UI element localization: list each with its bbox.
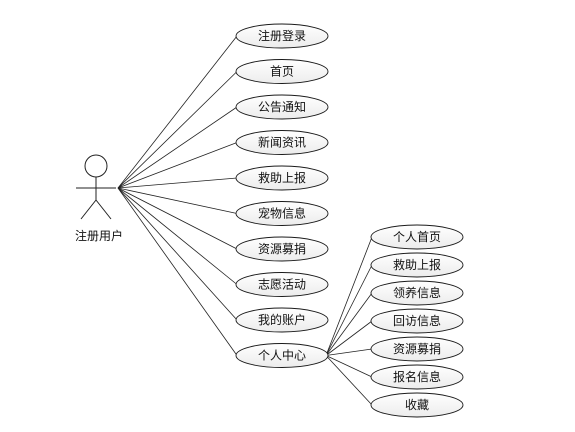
sub-use-case-sub-rescue-report-ellipse: [370, 252, 464, 278]
sub-use-case-visit-info: 回访信息: [370, 308, 464, 334]
use-case-pet-info: 宠物信息: [235, 201, 329, 226]
use-case-personal-center: 个人中心: [235, 343, 329, 368]
sub-use-case-visit-info-label: 回访信息: [393, 313, 441, 328]
sub-use-case-sub-rescue-report: 救助上报: [370, 252, 464, 278]
use-case-home-ellipse: [235, 59, 329, 84]
association-line-pet-info: [117, 187, 238, 214]
sub-use-case-personal-home-label: 个人首页: [393, 230, 441, 244]
sub-use-case-adoption-info-ellipse: [370, 280, 464, 306]
use-case-news-ellipse: [235, 130, 329, 155]
actor-right-leg: [95, 199, 112, 220]
use-case-my-account-ellipse: [235, 307, 329, 333]
use-case-announcement: 公告通知: [235, 94, 329, 120]
association-line-volunteer: [117, 187, 238, 285]
use-case-donation: 资源募捐: [235, 236, 329, 262]
sub-association-line-personal-home: [325, 236, 373, 356]
sub-association-line-visit-info: [325, 320, 373, 356]
sub-use-case-adoption-info-label: 领养信息: [393, 285, 441, 300]
sub-use-case-signup-info-ellipse: [370, 364, 464, 390]
sub-use-case-sub-donation: 资源募捐: [370, 336, 464, 362]
use-case-home: 首页: [235, 59, 329, 84]
sub-association-line-adoption-info: [325, 292, 373, 356]
sub-use-case-adoption-info: 领养信息: [370, 280, 464, 306]
sub-use-case-signup-info: 报名信息: [370, 364, 464, 390]
actor: 注册用户: [75, 154, 123, 243]
association-line-my-account: [117, 187, 238, 321]
association-line-news: [117, 142, 238, 189]
use-case-personal-center-ellipse: [235, 343, 329, 368]
association-line-rescue-report: [117, 177, 238, 189]
use-case-rescue-report-ellipse: [235, 165, 329, 191]
association-line-donation: [117, 187, 238, 250]
use-case-news-label: 新闻资讯: [258, 135, 306, 150]
use-case-news: 新闻资讯: [235, 130, 329, 155]
actor-left-leg: [80, 199, 97, 220]
use-case-announcement-ellipse: [235, 94, 329, 120]
use-case-announcement-label: 公告通知: [258, 100, 306, 114]
sub-association-line-sub-donation: [325, 348, 373, 356]
use-case-donation-label: 资源募捐: [258, 242, 306, 256]
use-case-register-login-label: 注册登录: [258, 28, 306, 43]
use-case-donation-ellipse: [235, 236, 329, 262]
use-case-rescue-report-label: 救助上报: [258, 170, 306, 185]
use-case-my-account: 我的账户: [235, 307, 329, 333]
sub-use-case-favorites: 收藏: [370, 392, 464, 418]
sub-use-case-sub-donation-ellipse: [370, 336, 464, 362]
use-case-volunteer: 志愿活动: [235, 272, 329, 297]
sub-use-case-signup-info-label: 报名信息: [393, 369, 441, 384]
association-line-announcement: [117, 106, 238, 189]
use-case-register-login-ellipse: [235, 23, 329, 49]
sub-association-line-signup-info: [325, 355, 373, 378]
association-line-register-login: [117, 35, 238, 189]
actor-label: 注册用户: [75, 228, 123, 243]
use-case-rescue-report: 救助上报: [235, 165, 329, 191]
use-case-register-login: 注册登录: [235, 23, 329, 49]
association-line-personal-center: [117, 187, 238, 356]
sub-use-case-favorites-ellipse: [370, 392, 464, 418]
sub-use-case-personal-home-ellipse: [370, 224, 464, 250]
use-case-my-account-label: 我的账户: [258, 312, 306, 327]
sub-use-case-favorites-label: 收藏: [405, 398, 429, 412]
sub-use-case-sub-rescue-report-label: 救助上报: [393, 257, 441, 272]
sub-use-case-sub-donation-label: 资源募捐: [393, 342, 441, 356]
use-case-personal-center-label: 个人中心: [258, 348, 306, 363]
actor-head: [84, 154, 108, 178]
association-lines: [117, 35, 373, 406]
sub-association-line-sub-rescue-report: [325, 264, 373, 356]
sub-use-case-visit-info-ellipse: [370, 308, 464, 334]
sub-use-case-personal-home: 个人首页: [370, 224, 464, 250]
use-case-pet-info-label: 宠物信息: [258, 206, 306, 221]
association-line-home: [117, 71, 238, 189]
use-case-volunteer-label: 志愿活动: [258, 278, 306, 292]
use-case-home-label: 首页: [270, 65, 294, 79]
use-case-volunteer-ellipse: [235, 272, 329, 297]
sub-association-line-favorites: [325, 355, 373, 406]
use-case-pet-info-ellipse: [235, 201, 329, 226]
